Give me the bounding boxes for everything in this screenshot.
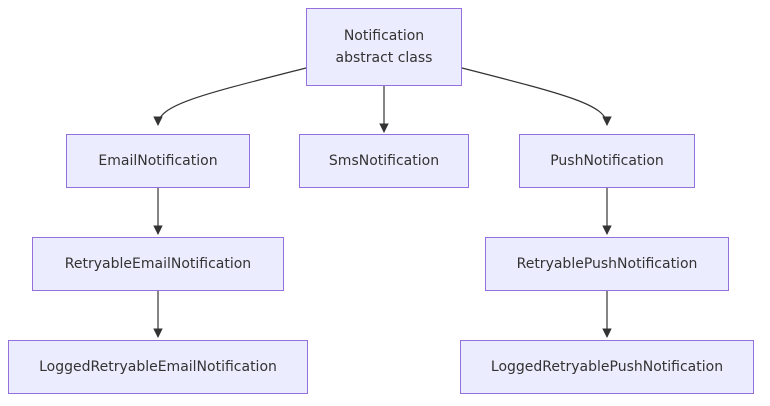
node-notification-subtitle: abstract class <box>335 50 433 66</box>
node-retryable-email-notification: RetryableEmailNotification <box>32 237 284 291</box>
node-sms-notification: SmsNotification <box>299 134 469 188</box>
node-logged-retryable-push-notification: LoggedRetryablePushNotification <box>460 340 754 394</box>
node-logged-retryable-email-notification: LoggedRetryableEmailNotification <box>8 340 308 394</box>
node-retryable-push-notification: RetryablePushNotification <box>485 237 729 291</box>
node-retryable-push-notification-label: RetryablePushNotification <box>516 256 698 272</box>
node-retryable-email-notification-label: RetryableEmailNotification <box>64 256 252 272</box>
node-sms-notification-label: SmsNotification <box>328 153 440 169</box>
node-notification-title: Notification <box>343 28 425 44</box>
node-push-notification: PushNotification <box>519 134 695 188</box>
node-push-notification-label: PushNotification <box>550 153 664 169</box>
node-email-notification-label: EmailNotification <box>98 153 218 169</box>
node-email-notification: EmailNotification <box>66 134 250 188</box>
node-notification: Notification abstract class <box>306 8 462 86</box>
edge-notification-to-push <box>461 67 612 126</box>
node-logged-retryable-push-notification-label: LoggedRetryablePushNotification <box>490 359 724 375</box>
edge-notification-to-email <box>153 67 307 126</box>
node-logged-retryable-email-notification-label: LoggedRetryableEmailNotification <box>39 359 277 375</box>
